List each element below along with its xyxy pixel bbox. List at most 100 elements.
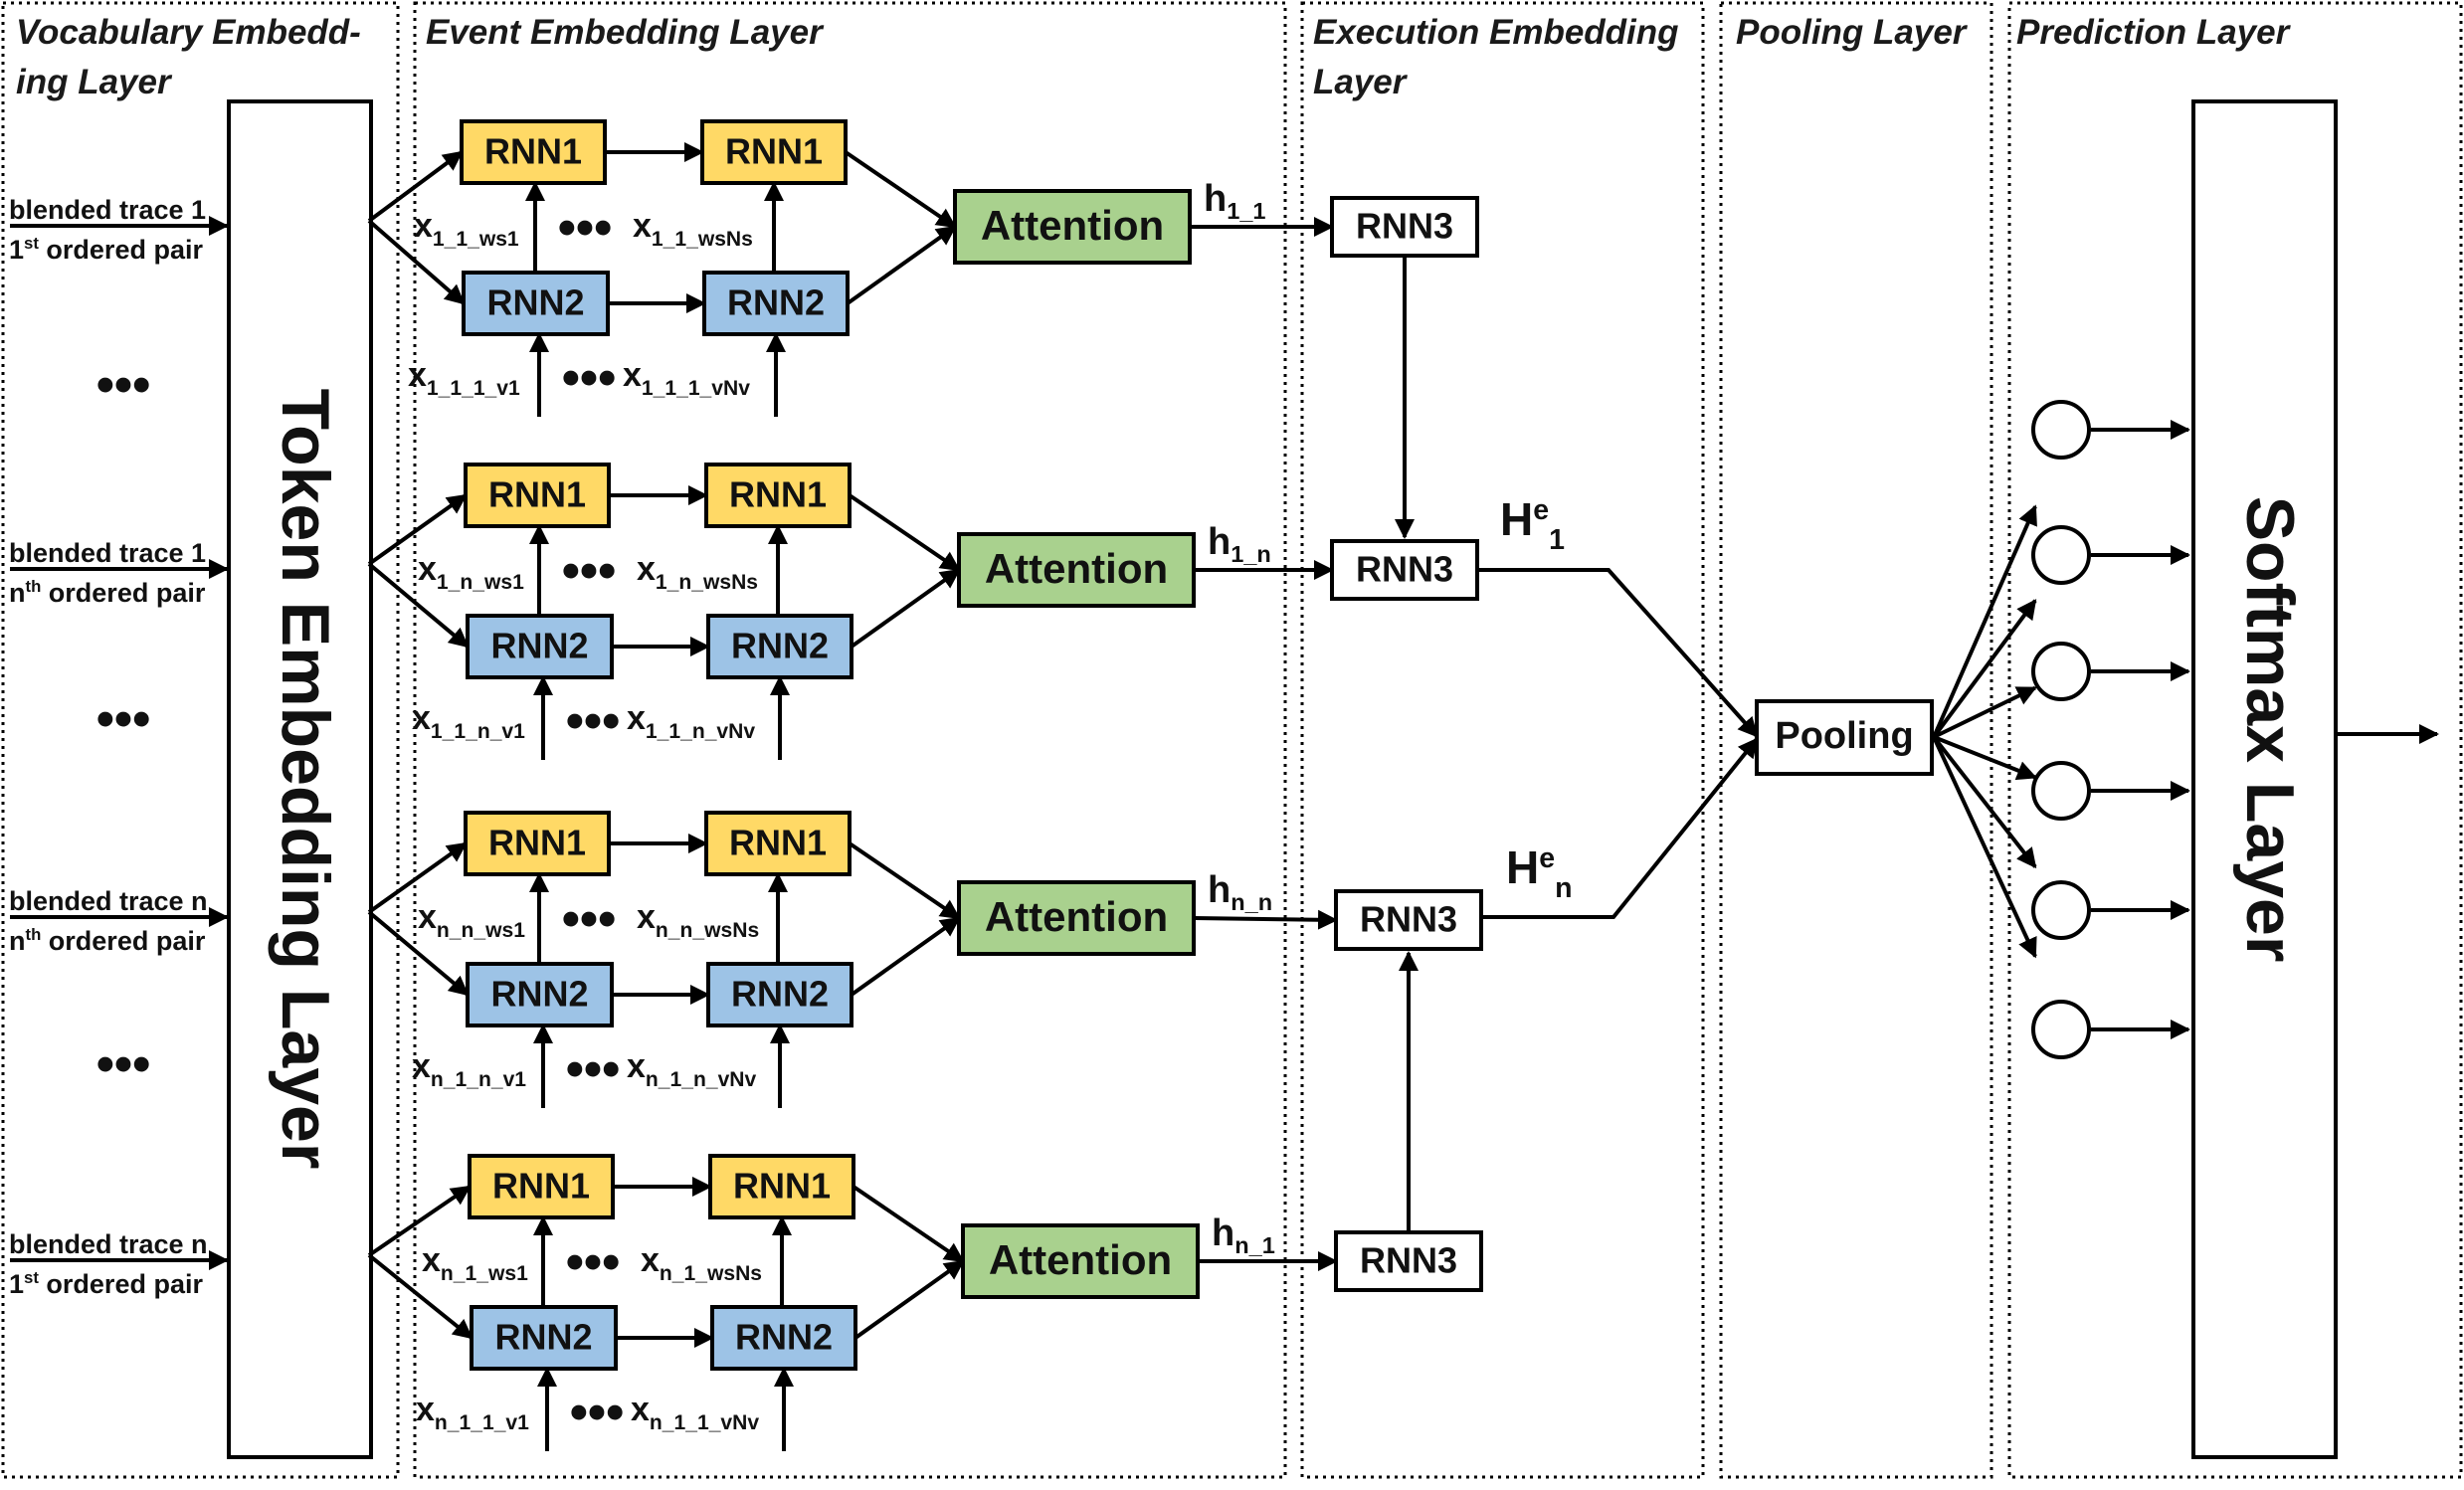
pooling-to-node-arrow <box>1932 736 2037 959</box>
rnn2-a-label: RNN2 <box>490 626 588 666</box>
ellipsis: ••• <box>566 692 621 750</box>
attention-label: Attention <box>985 893 1168 940</box>
x-label-vNv: xn_1_1_vNv <box>631 1391 759 1434</box>
prediction-node-1 <box>2031 400 2091 460</box>
ellipsis: ••• <box>570 1384 625 1441</box>
trace-label-line1: blended trace 1 <box>9 538 206 568</box>
rnn1-b-label: RNN1 <box>729 823 827 863</box>
fork-arrow-rnn2 <box>367 219 466 305</box>
rnn1-a-label: RNN1 <box>492 1166 590 1207</box>
vertical-ellipsis-2: ••• <box>96 690 151 748</box>
x-label-wsNs: x1_n_wsNs <box>637 550 758 594</box>
rnn1-a-box <box>468 1154 615 1219</box>
vertical-ellipsis-3: ••• <box>96 1035 151 1093</box>
rnn2-a-label: RNN2 <box>490 974 588 1015</box>
fork-arrow-rnn1 <box>367 841 468 914</box>
rnn1-a-label: RNN1 <box>488 823 586 863</box>
prediction-node-6 <box>2031 1000 2091 1059</box>
trace-label-line2: 1st ordered pair <box>9 234 203 265</box>
pooling-to-node-arrow <box>1933 685 2037 739</box>
prediction-node-4 <box>2031 761 2091 821</box>
attention-to-rnn3-arrow <box>1193 909 1338 930</box>
fork-arrow-rnn2 <box>367 562 470 649</box>
x-label-v1: xn_1_n_v1 <box>412 1047 526 1091</box>
attention-label: Attention <box>985 545 1168 592</box>
rnn1-to-attention-arrow <box>848 493 961 572</box>
rnn2-a-box <box>466 614 614 679</box>
rnn1-to-attention-arrow <box>844 150 957 229</box>
fork-arrow-rnn1 <box>367 493 468 566</box>
x-label-vNv: x1_1_n_vNv <box>627 699 755 743</box>
trace-label-line1: blended trace 1 <box>9 195 206 225</box>
prediction-node-3 <box>2031 642 2091 701</box>
trace-label-line1: blended trace n <box>9 886 208 916</box>
fork-arrow-rnn1 <box>367 150 464 223</box>
hidden-state-label: h1_1 <box>1204 178 1266 224</box>
rnn1-to-attention-arrow <box>852 1185 965 1263</box>
rnn2-to-attention-arrow <box>853 1259 965 1340</box>
x-label-ws1: xn_1_ws1 <box>422 1241 528 1285</box>
execution-output-label-2: Hen <box>1506 841 1573 904</box>
fork-arrow-rnn2 <box>367 1253 474 1340</box>
rnn1-a-label: RNN1 <box>488 474 586 515</box>
section-frame-3 <box>1300 1 1705 1479</box>
section-frame-4 <box>1719 1 1993 1479</box>
vertical-ellipsis-1: ••• <box>96 356 151 414</box>
section-frame-5 <box>2007 1 2463 1479</box>
prediction-node-2 <box>2031 525 2091 585</box>
rnn2-b-label: RNN2 <box>731 626 829 666</box>
x-label-ws1: xn_n_ws1 <box>418 898 525 942</box>
section-title-3: Execution Embedding <box>1313 13 1679 52</box>
ellipsis: ••• <box>562 890 617 948</box>
x-label-v1: x1_1_1_v1 <box>408 356 520 400</box>
fork-arrow-rnn1 <box>367 1185 472 1257</box>
rnn3-label: RNN3 <box>1356 206 1453 247</box>
attention-label: Attention <box>989 1236 1172 1283</box>
rnn2-b-label: RNN2 <box>735 1317 833 1358</box>
x-label-vNv: xn_1_n_vNv <box>627 1047 757 1091</box>
rnn2-b-label: RNN2 <box>731 974 829 1015</box>
x-label-v1: x1_1_n_v1 <box>412 699 525 743</box>
ellipsis: ••• <box>566 1233 621 1291</box>
attention-label: Attention <box>981 202 1164 249</box>
rnn1-b-box <box>700 119 848 185</box>
rnn3-box <box>1334 889 1483 951</box>
rnn2-b-label: RNN2 <box>727 282 825 323</box>
section-title-3-line2: Layer <box>1313 63 1409 101</box>
trace-label-line2: 1st ordered pair <box>9 1268 203 1299</box>
ellipsis: ••• <box>562 542 617 600</box>
section-title-1: Vocabulary Embedd- <box>16 13 361 52</box>
softmax-layer: Softmax Layer <box>2191 99 2338 1459</box>
rnn3-label: RNN3 <box>1360 899 1457 940</box>
trace-label-line2: nth ordered pair <box>9 577 206 608</box>
trace-label-line1: blended trace n <box>9 1229 208 1259</box>
rnn3-to-pooling-arrow-2 <box>1481 737 1759 919</box>
rnn2-b-box <box>706 962 853 1027</box>
x-label-ws1: x1_1_ws1 <box>414 207 519 251</box>
x-label-v1: xn_1_1_v1 <box>416 1391 529 1434</box>
pooling-to-node-arrow <box>1932 504 2037 738</box>
pooling-label: Pooling <box>1775 715 1913 757</box>
rnn3-label: RNN3 <box>1360 1240 1457 1281</box>
section-frame-1 <box>1 1 400 1479</box>
rnn2-a-label: RNN2 <box>494 1317 592 1358</box>
x-label-wsNs: xn_1_wsNs <box>641 1241 762 1285</box>
ellipsis: ••• <box>558 199 613 257</box>
rnn3-label: RNN3 <box>1356 549 1453 590</box>
pooling-to-node-arrow <box>1932 735 2037 869</box>
rnn1-b-label: RNN1 <box>725 131 823 172</box>
pooling-to-node-arrow <box>1932 599 2037 739</box>
execution-output-label-1: He1 <box>1500 493 1565 556</box>
rnn1-a-label: RNN1 <box>484 131 582 172</box>
x-label-ws1: x1_n_ws1 <box>418 550 524 594</box>
rnn2-to-attention-arrow <box>850 916 961 997</box>
rnn1-to-attention-arrow <box>848 841 961 920</box>
attention-box <box>961 1223 1200 1299</box>
rnn1-b-label: RNN1 <box>729 474 827 515</box>
softmax-label: Softmax Layer <box>2232 496 2308 963</box>
rnn3-to-pooling-arrow-1 <box>1477 568 1759 738</box>
